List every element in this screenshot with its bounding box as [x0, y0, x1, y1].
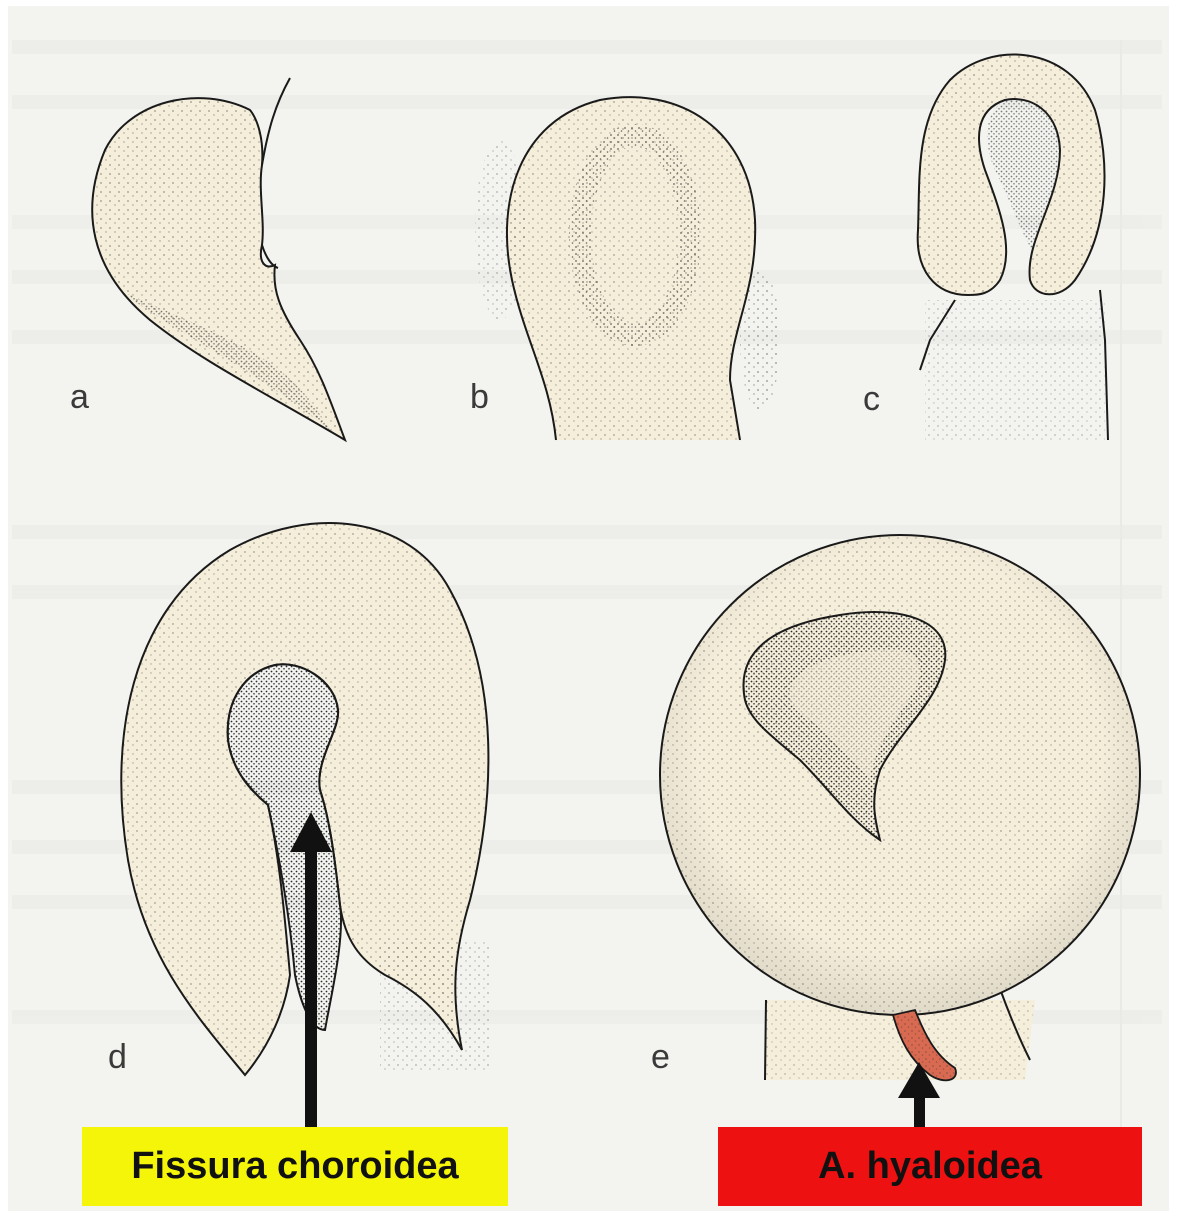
panel-label-c: c — [863, 382, 880, 416]
callout-fissura-choroidea: Fissura choroidea — [82, 1127, 508, 1206]
panel-label-a: a — [70, 380, 89, 414]
panel-label-d: d — [108, 1040, 127, 1074]
callout-a-hyaloidea: A. hyaloidea — [718, 1127, 1142, 1206]
panel-label-b: b — [470, 380, 489, 414]
panel-label-e: e — [651, 1040, 670, 1074]
